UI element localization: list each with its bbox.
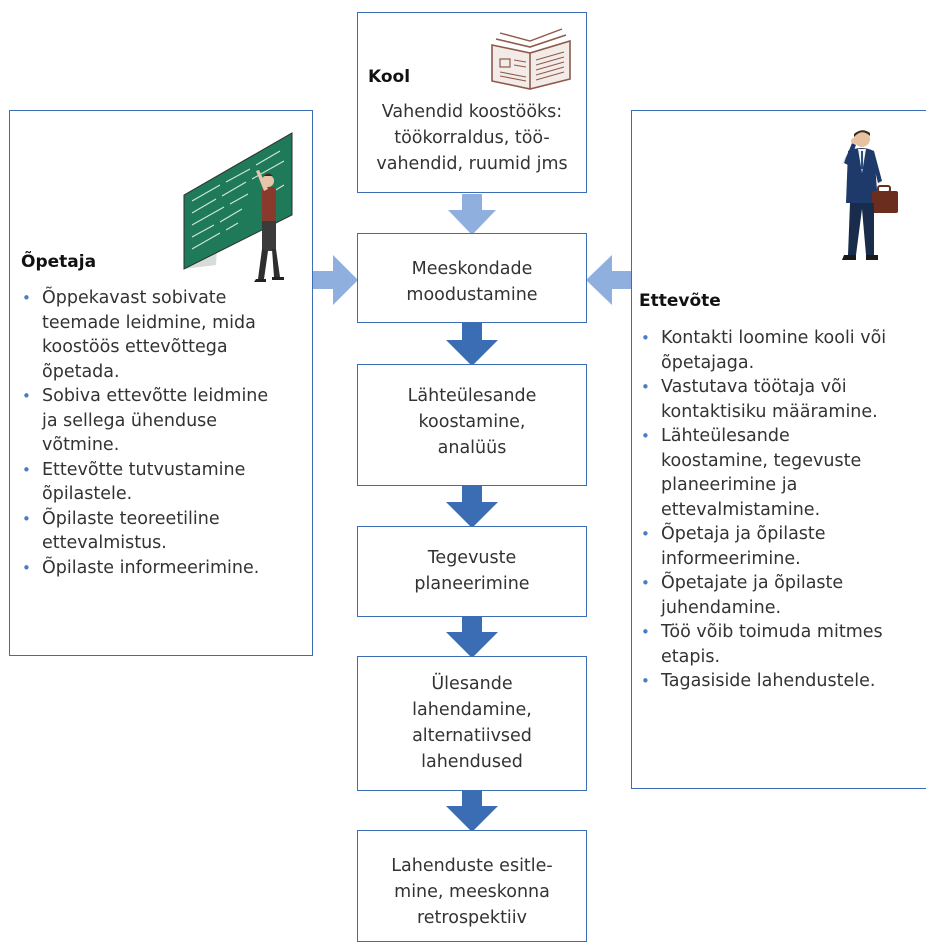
businessman-with-briefcase-icon bbox=[842, 130, 898, 260]
step-text: Lahenduste esitle- mine, meeskonna retro… bbox=[358, 853, 586, 931]
list-item-line: Tagasiside lahendustele. bbox=[661, 671, 876, 691]
list-item-line: Kontakti loomine kooli või bbox=[661, 328, 887, 348]
list-item-line: koostöös ettevõttega bbox=[42, 337, 228, 357]
step-line: planeerimine bbox=[414, 574, 530, 594]
arrow-down-dark bbox=[446, 322, 498, 366]
arrow-down-dark bbox=[446, 484, 498, 528]
step-line: lahendused bbox=[421, 752, 523, 772]
arrow-down-dark bbox=[446, 790, 498, 832]
kool-line: vahendid, ruumid jms bbox=[376, 154, 568, 174]
step-box-ulesande: Ülesande lahendamine, alternatiivsed lah… bbox=[357, 656, 587, 791]
list-item-line: Õpetaja ja õpilaste bbox=[661, 524, 826, 544]
list-item: Töö võib toimuda mitmes etapis. bbox=[639, 620, 926, 669]
step-line: Lähteülesande bbox=[407, 386, 537, 406]
list-item-line: planeerimine ja bbox=[661, 475, 798, 495]
list-item-line: etapis. bbox=[661, 646, 721, 667]
step-text: Lähteülesande koostamine, analüüs bbox=[358, 383, 586, 461]
list-item: Vastutava töötaja või kontaktisiku määra… bbox=[639, 375, 926, 424]
step-line: Lahenduste esitle- bbox=[391, 856, 553, 876]
list-item: Õppekavast sobivate teemade leidmine, mi… bbox=[20, 286, 310, 384]
list-item-line: Õppekavast sobivate bbox=[42, 288, 227, 308]
kool-line: töökorraldus, töö- bbox=[394, 128, 550, 148]
teacher-at-blackboard-icon bbox=[183, 132, 293, 282]
opetaja-box: Õpetaja Õppekavast sobivate teemade leid… bbox=[9, 110, 313, 656]
list-item-line: õpetada. bbox=[42, 361, 120, 382]
arrow-left-light bbox=[586, 255, 631, 305]
kool-title: Kool bbox=[368, 67, 411, 87]
list-item: Sobiva ettevõtte leidmine ja sellega ühe… bbox=[20, 384, 310, 458]
step-line: analüüs bbox=[437, 438, 507, 458]
list-item-line: teemade leidmine, mida bbox=[42, 312, 256, 333]
list-item: Kontakti loomine kooli või õpetajaga. bbox=[639, 326, 926, 375]
list-item-line: Ettevõtte tutvustamine bbox=[42, 459, 246, 480]
list-item: Ettevõtte tutvustamine õpilastele. bbox=[20, 458, 310, 507]
list-item: Lähteülesande koostamine, tegevuste plan… bbox=[639, 424, 926, 522]
list-item-line: õpetajaga. bbox=[661, 352, 755, 373]
step-line: lahendamine, bbox=[412, 700, 532, 720]
step-box-meeskondade: Meeskondade moodustamine bbox=[357, 233, 587, 323]
step-box-lahenduste: Lahenduste esitle- mine, meeskonna retro… bbox=[357, 830, 587, 942]
step-line: Meeskondade bbox=[411, 259, 533, 279]
list-item-line: Töö võib toimuda mitmes bbox=[661, 622, 883, 642]
list-item-line: Õpilaste informeerimine. bbox=[42, 557, 260, 578]
list-item-line: koostamine, tegevuste bbox=[661, 450, 862, 471]
list-item-line: võtmine. bbox=[42, 435, 120, 455]
step-line: alternatiivsed bbox=[412, 726, 532, 746]
list-item-line: informeerimine. bbox=[661, 548, 801, 569]
list-item-line: Sobiva ettevõtte leidmine bbox=[42, 386, 269, 406]
opetaja-task-list: Õppekavast sobivate teemade leidmine, mi… bbox=[20, 286, 310, 580]
kool-line: Vahendid koostööks: bbox=[381, 102, 563, 122]
step-box-lahteulesande: Lähteülesande koostamine, analüüs bbox=[357, 364, 587, 486]
ettevote-box: Ettevõte Kontakti loomine kooli või õpet… bbox=[631, 110, 926, 789]
list-item-line: ettevalmistamine. bbox=[661, 499, 821, 520]
list-item-line: juhendamine. bbox=[661, 597, 782, 618]
arrow-down-dark bbox=[446, 616, 498, 658]
ettevote-task-list: Kontakti loomine kooli või õpetajaga. Va… bbox=[639, 326, 926, 694]
step-line: retrospektiiv bbox=[416, 908, 528, 928]
list-item-line: ja sellega ühenduse bbox=[42, 410, 218, 431]
step-text: Meeskondade moodustamine bbox=[358, 256, 586, 308]
step-line: Tegevuste bbox=[427, 548, 517, 568]
open-book-icon bbox=[491, 28, 571, 90]
list-item-line: Lähteülesande bbox=[661, 426, 790, 446]
list-item: Õpetaja ja õpilaste informeerimine. bbox=[639, 522, 926, 571]
list-item-line: ettevalmistus. bbox=[42, 533, 167, 553]
step-text: Tegevuste planeerimine bbox=[358, 545, 586, 597]
kool-box: Kool Vahendid koostööks: töökorraldus, t… bbox=[357, 12, 587, 193]
arrow-down-light bbox=[448, 194, 496, 235]
list-item: Õpetajate ja õpilaste juhendamine. bbox=[639, 571, 926, 620]
ettevote-title: Ettevõte bbox=[639, 291, 721, 311]
step-line: koostamine, bbox=[418, 412, 526, 432]
list-item: Õpilaste informeerimine. bbox=[20, 556, 310, 581]
list-item: Tagasiside lahendustele. bbox=[639, 669, 926, 694]
list-item: Õpilaste teoreetiline ettevalmistus. bbox=[20, 507, 310, 556]
opetaja-title: Õpetaja bbox=[21, 252, 97, 272]
step-text: Ülesande lahendamine, alternatiivsed lah… bbox=[358, 671, 586, 775]
step-line: mine, meeskonna bbox=[394, 882, 550, 902]
list-item-line: Vastutava töötaja või bbox=[661, 377, 847, 397]
step-box-tegevuste: Tegevuste planeerimine bbox=[357, 526, 587, 617]
list-item-line: Õpilaste teoreetiline bbox=[42, 508, 220, 529]
list-item-line: õpilastele. bbox=[42, 484, 133, 504]
kool-description: Vahendid koostööks: töökorraldus, töö- v… bbox=[358, 99, 586, 177]
arrow-right-light bbox=[313, 255, 358, 305]
list-item-line: Õpetajate ja õpilaste bbox=[661, 573, 844, 593]
step-line: Ülesande bbox=[431, 674, 513, 694]
list-item-line: kontaktisiku määramine. bbox=[661, 401, 878, 422]
step-line: moodustamine bbox=[406, 285, 538, 305]
